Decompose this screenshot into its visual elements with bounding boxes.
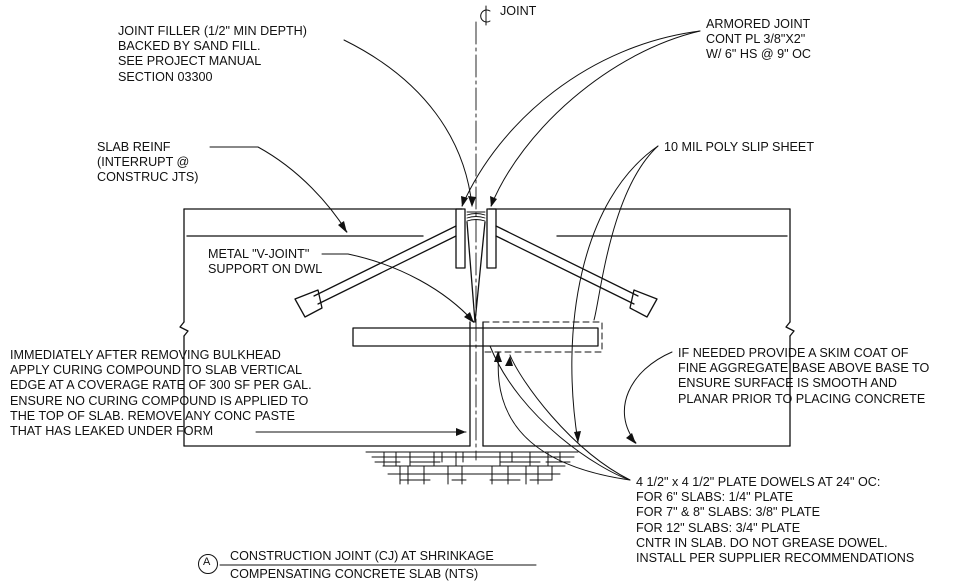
note-line: 4 1/2" x 4 1/2" PLATE DOWELS AT 24" OC: [636, 475, 881, 489]
note-line: THAT HAS LEAKED UNDER FORM [10, 424, 214, 439]
centerline-symbol [480, 5, 491, 26]
leader-armored-joint-1 [461, 30, 701, 207]
note-line: BACKED BY SAND FILL. [118, 39, 261, 54]
note-line: FOR 7" & 8" SLABS: 3/8" PLATE [636, 505, 820, 520]
note-line: JOINT FILLER (1/2" MIN DEPTH) [118, 24, 307, 38]
note-line: (INTERRUPT @ [97, 155, 190, 170]
note-line: 10 MIL POLY SLIP SHEET [664, 140, 815, 154]
joint-filler [466, 211, 486, 222]
v-joint-note: METAL "V-JOINT" SUPPORT ON DWL [208, 247, 322, 277]
note-line: SEE PROJECT MANUAL [118, 54, 262, 69]
note-line: ENSURE NO CURING COMPOUND IS APPLIED TO [10, 393, 309, 408]
anchor-stud-right [495, 225, 658, 318]
joint-filler-note: JOINT FILLER (1/2" MIN DEPTH) BACKED BY … [118, 24, 307, 85]
detail-tag-circle [198, 554, 218, 574]
note-line: PLANAR PRIOR TO PLACING CONCRETE [678, 391, 926, 406]
anchor-stud-left [294, 225, 457, 318]
note-line: FOR 6" SLABS: 1/4" PLATE [636, 490, 794, 505]
leader-armored-joint-2 [490, 30, 701, 207]
leader-dowels-3 [489, 345, 631, 481]
leader-v-joint [321, 253, 475, 323]
note-line: IMMEDIATELY AFTER REMOVING BULKHEAD [10, 348, 281, 362]
leader-poly-sheet-2 [593, 145, 659, 321]
note-line: INSTALL PER SUPPLIER RECOMMENDATIONS [636, 551, 915, 566]
armored-joint-plates [455, 208, 497, 269]
note-line: CNTR IN SLAB. DO NOT GREASE DOWEL. [636, 535, 888, 550]
centerline-label: JOINT [500, 4, 537, 18]
metal-v-joint [466, 221, 486, 323]
skim-coat-note: IF NEEDED PROVIDE A SKIM COAT OF FINE AG… [678, 346, 929, 407]
note-line: IF NEEDED PROVIDE A SKIM COAT OF [678, 346, 909, 360]
leader-slab-reinf [209, 146, 348, 233]
note-line: SLAB REINF [97, 140, 171, 154]
leader-dowels-1 [509, 354, 631, 481]
leader-skim-coat [623, 351, 673, 444]
note-line: APPLY CURING COMPOUND TO SLAB VERTICAL [10, 363, 303, 378]
slab-reinf-note: SLAB REINF (INTERRUPT @ CONSTRUC JTS) [97, 140, 198, 186]
leader-poly-sheet-1 [571, 145, 659, 443]
detail-title-line2: COMPENSATING CONCRETE SLAB (NTS) [230, 567, 479, 581]
slab-break-edges [179, 208, 795, 447]
plate-dowel [352, 327, 599, 347]
leader-dowels-2 [497, 351, 631, 481]
dowel-note: 4 1/2" x 4 1/2" PLATE DOWELS AT 24" OC: … [636, 475, 914, 566]
detail-title-line1: CONSTRUCTION JOINT (CJ) AT SHRINKAGE [230, 549, 494, 563]
note-line: SECTION 03300 [118, 69, 213, 84]
note-line: EDGE AT A COVERAGE RATE OF 300 SF PER GA… [10, 378, 312, 393]
construction-joint-faces [469, 321, 484, 447]
curing-note: IMMEDIATELY AFTER REMOVING BULKHEAD APPL… [10, 348, 312, 439]
poly-sheet-note: 10 MIL POLY SLIP SHEET [664, 140, 814, 155]
note-line: W/ 6" HS @ 9" OC [706, 47, 811, 62]
note-line: CONT PL 3/8"X2" [706, 32, 806, 47]
note-line: CONSTRUC JTS) [97, 170, 199, 185]
detail-tag: A [203, 556, 211, 568]
note-line: ARMORED JOINT [706, 17, 811, 31]
note-line: THE TOP OF SLAB. REMOVE ANY CONC PASTE [10, 408, 296, 423]
leader-joint-filler [343, 39, 473, 207]
note-line: FOR 12" SLABS: 3/4" PLATE [636, 520, 801, 535]
note-line: FINE AGGREGATE BASE ABOVE BASE TO [678, 361, 930, 376]
note-line: SUPPORT ON DWL [208, 262, 323, 277]
note-line: ENSURE SURFACE IS SMOOTH AND [678, 376, 898, 391]
dowel-sleeve-dashed [482, 321, 603, 353]
armored-joint-note: ARMORED JOINT CONT PL 3/8"X2" W/ 6" HS @… [706, 17, 811, 63]
subgrade-hatch [365, 451, 579, 485]
note-line: METAL "V-JOINT" [208, 247, 310, 261]
